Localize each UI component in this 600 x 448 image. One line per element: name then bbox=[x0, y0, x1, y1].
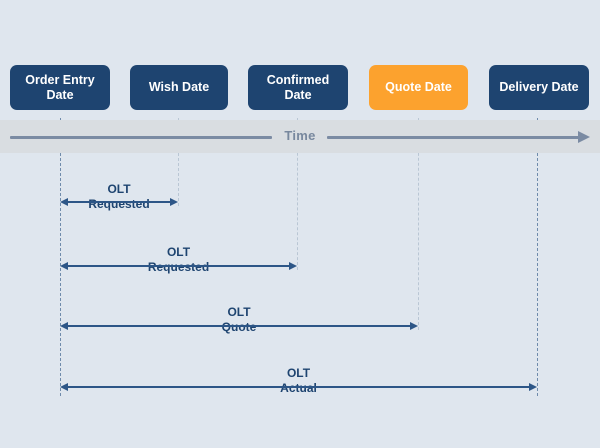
measure-arrow-end-olt-quote bbox=[410, 321, 418, 330]
time-axis-segment-right bbox=[327, 136, 582, 139]
measure-arrow-start-olt-quote bbox=[60, 321, 68, 330]
measure-arrow-end-olt-requested-wish bbox=[170, 197, 178, 206]
guide-line-confirmed-date bbox=[297, 118, 298, 270]
milestone-delivery-date[interactable]: Delivery Date bbox=[489, 65, 589, 110]
measure-arrow-end-olt-actual bbox=[529, 382, 537, 391]
milestone-label: Quote Date bbox=[385, 80, 452, 94]
guide-line-quote-date bbox=[418, 118, 419, 330]
guide-line-delivery-date bbox=[537, 118, 538, 396]
time-axis-segment-left bbox=[10, 136, 272, 139]
milestone-label: Delivery Date bbox=[499, 80, 579, 94]
milestone-wish-date[interactable]: Wish Date bbox=[130, 65, 228, 110]
milestone-label: Confirmed Date bbox=[266, 72, 330, 102]
milestone-label: Wish Date bbox=[148, 80, 210, 94]
measure-arrow-start-olt-requested-confirmed bbox=[60, 261, 68, 270]
measure-line-olt-actual bbox=[62, 386, 535, 388]
measure-arrow-end-olt-requested-confirmed bbox=[289, 261, 297, 270]
milestone-confirmed-date[interactable]: Confirmed Date bbox=[248, 65, 348, 110]
measure-line-olt-quote bbox=[62, 325, 416, 327]
milestone-quote-date[interactable]: Quote Date bbox=[369, 65, 468, 110]
measure-line-olt-requested-wish bbox=[62, 201, 176, 203]
guide-line-wish-date bbox=[178, 118, 179, 206]
measure-arrow-start-olt-requested-wish bbox=[60, 197, 68, 206]
time-axis-label: Time bbox=[284, 128, 316, 143]
time-axis-arrow-icon bbox=[578, 131, 590, 143]
measure-line-olt-requested-confirmed bbox=[62, 265, 295, 267]
guide-line-order-entry-date bbox=[60, 118, 61, 396]
measure-arrow-start-olt-actual bbox=[60, 382, 68, 391]
